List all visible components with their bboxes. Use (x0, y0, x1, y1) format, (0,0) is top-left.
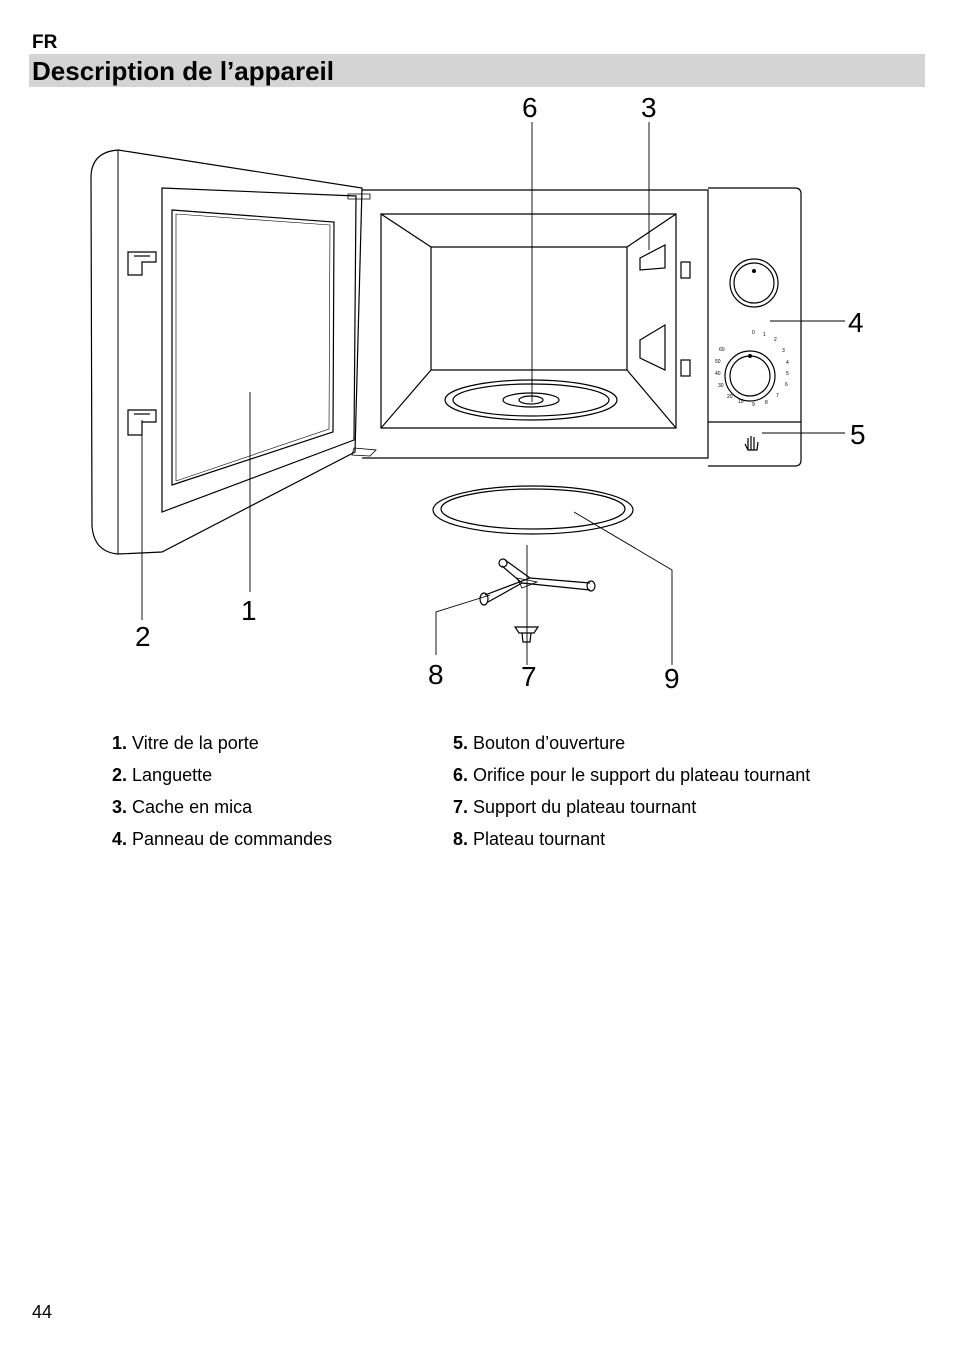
legend-left-column: 1. Vitre de la porte 2. Languette 3. Cac… (112, 727, 332, 855)
section-title-bar: Description de l’appareil (29, 54, 925, 87)
svg-text:20: 20 (727, 394, 733, 400)
svg-text:1: 1 (763, 332, 766, 338)
control-panel (708, 187, 802, 467)
svg-text:50: 50 (715, 359, 721, 365)
callout-7: 7 (521, 661, 537, 692)
hand-icon (744, 436, 759, 451)
latch-top (127, 251, 157, 276)
timer-knob[interactable] (724, 350, 776, 402)
page-title: Description de l’appareil (32, 56, 334, 86)
svg-text:30: 30 (718, 383, 724, 389)
svg-text:10: 10 (738, 399, 744, 405)
svg-text:7: 7 (776, 393, 779, 399)
legend-item: 7. Support du plateau tournant (453, 797, 697, 817)
svg-text:9: 9 (752, 402, 755, 408)
callout-5: 5 (850, 419, 866, 450)
callout-8: 8 (428, 659, 444, 690)
glass-tray (432, 485, 634, 535)
legend-right-column: 5. Bouton d’ouverture 6. Orifice pour le… (453, 727, 810, 855)
svg-text:6: 6 (785, 382, 788, 388)
door (90, 149, 377, 555)
coupler (513, 626, 540, 643)
svg-text:5: 5 (786, 371, 789, 377)
legend-item: 6. Orifice pour le support du plateau to… (453, 765, 811, 785)
svg-text:4: 4 (786, 360, 789, 366)
legend-item: 5. Bouton d’ouverture (453, 733, 626, 753)
callout-9: 9 (664, 663, 680, 694)
callout-1: 1 (241, 595, 257, 626)
page-number: 44 (32, 1302, 53, 1322)
roller-ring (479, 558, 596, 606)
callout-4: 4 (848, 307, 864, 338)
language-tag: FR (32, 32, 58, 53)
microwave-diagram: 0 1 2 3 4 5 6 7 8 9 10 20 30 40 50 60 6 … (90, 92, 866, 694)
svg-text:40: 40 (715, 371, 721, 377)
mica-cover (639, 244, 666, 271)
door-glass (171, 209, 335, 486)
legend-item: 3. Cache en mica (112, 797, 253, 817)
svg-text:3: 3 (782, 348, 785, 354)
svg-text:0: 0 (752, 330, 755, 336)
power-knob[interactable] (729, 258, 779, 308)
callout-3: 3 (641, 92, 657, 123)
callout-6: 6 (522, 92, 538, 123)
svg-text:60: 60 (719, 347, 725, 353)
dial-markings: 0 1 2 3 4 5 6 7 8 9 10 20 30 40 50 60 (715, 269, 789, 408)
legend-item: 4. Panneau de commandes (112, 829, 333, 849)
svg-text:2: 2 (774, 337, 777, 343)
callout-2: 2 (135, 621, 151, 652)
legend-item: 1. Vitre de la porte (112, 733, 259, 753)
microwave-body (362, 189, 709, 459)
legend-item: 8. Plateau tournant (453, 829, 606, 849)
legend-item: 2. Languette (112, 765, 213, 785)
svg-text:8: 8 (765, 400, 768, 406)
